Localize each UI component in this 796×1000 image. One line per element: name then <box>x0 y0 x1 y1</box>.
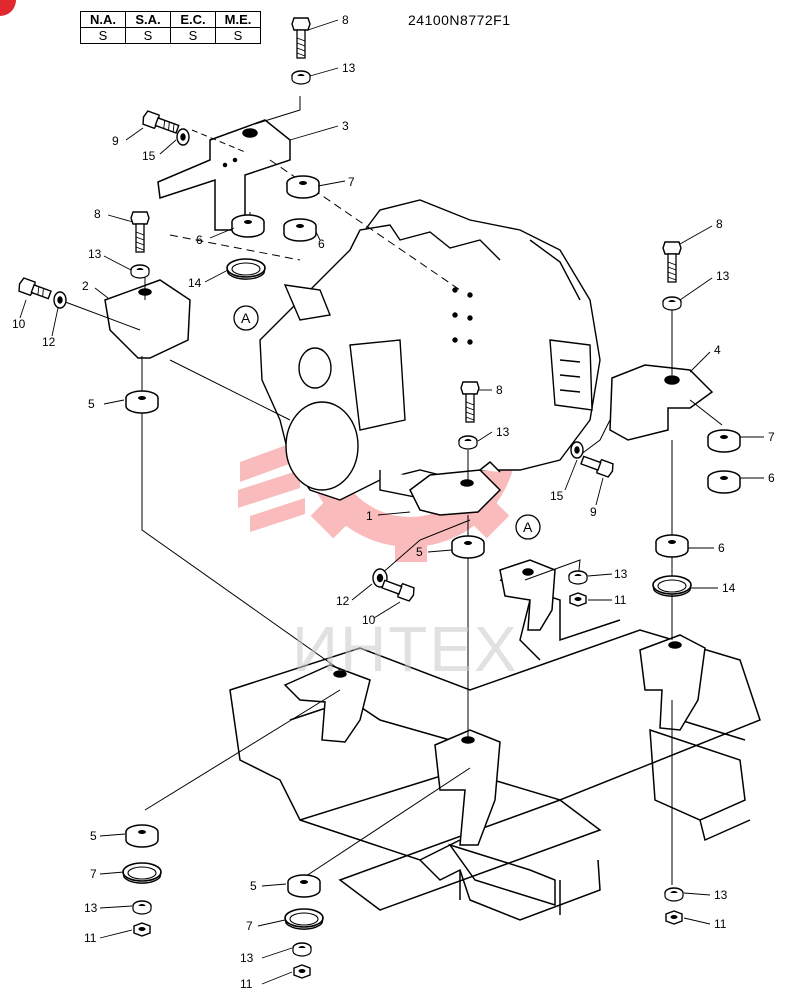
callout-7: 7 <box>90 867 97 881</box>
drawing-code: 24100N8772F1 <box>408 12 511 28</box>
cushion-icon <box>125 824 159 848</box>
callout-5: 5 <box>88 397 95 411</box>
nut-icon <box>293 964 311 979</box>
ref-circle-a <box>233 305 541 540</box>
callout-10: 10 <box>362 613 376 627</box>
callout-13: 13 <box>342 61 356 75</box>
frame-bracket-center <box>434 729 501 846</box>
cushion-icon <box>707 429 741 453</box>
cushion-icon <box>655 534 689 558</box>
washer-icon <box>568 570 588 585</box>
cushion-icon <box>286 175 320 199</box>
bolt-icon <box>662 241 682 283</box>
cup-icon <box>652 575 692 597</box>
corner-mark-icon <box>0 0 16 16</box>
callout-4: 4 <box>714 343 721 357</box>
callout-11: 11 <box>240 977 253 991</box>
callout-5: 5 <box>416 545 423 559</box>
callout-6: 6 <box>196 233 203 247</box>
watermark-text: ИНТЕХ <box>292 613 519 685</box>
model-code-table: N.A. S.A. E.C. M.E. S S S S <box>80 11 261 44</box>
callout-6: 6 <box>768 471 775 485</box>
engine-bracket-4 <box>609 364 714 441</box>
callout-13: 13 <box>240 951 254 965</box>
cushion-icon <box>287 874 321 898</box>
callout-13: 13 <box>614 567 628 581</box>
callout-2: 2 <box>82 279 89 293</box>
bolt-icon <box>130 211 150 253</box>
side-hardware <box>18 110 614 602</box>
callout-6: 6 <box>318 237 325 251</box>
engine-bracket-1 <box>409 460 502 516</box>
callout-9: 9 <box>590 505 597 519</box>
code-value-me: S <box>215 27 261 44</box>
callout-13: 13 <box>714 888 728 902</box>
washer-icon <box>132 900 152 915</box>
callout-7: 7 <box>348 175 355 189</box>
cushion-icon <box>283 218 317 242</box>
callout-12: 12 <box>336 594 350 608</box>
engine-bracket-2 <box>104 279 191 359</box>
engine-assembly <box>259 199 601 501</box>
callout-8: 8 <box>496 383 503 397</box>
nut-icon <box>133 922 151 937</box>
callout-14: 14 <box>188 276 202 290</box>
callout-11: 11 <box>84 931 97 945</box>
callout-13: 13 <box>496 425 510 439</box>
nut-icon <box>569 592 587 607</box>
callout-leaders <box>19 19 764 985</box>
callout-13: 13 <box>716 269 730 283</box>
ref-label-a: A <box>523 519 533 535</box>
washer-icon <box>292 942 312 957</box>
washer-icon <box>664 887 684 902</box>
callout-6: 6 <box>718 541 725 555</box>
callout-7: 7 <box>246 919 253 933</box>
callout-15: 15 <box>550 489 564 503</box>
code-value-na: S <box>80 27 126 44</box>
washer-icon <box>130 264 150 279</box>
code-value-ec: S <box>170 27 216 44</box>
nut-icon <box>665 910 683 925</box>
cushion-icon <box>451 535 485 559</box>
cushion-icon <box>125 390 159 414</box>
ref-label-a: A <box>241 310 251 326</box>
callout-1: 1 <box>366 509 373 523</box>
frame-bracket-front-left <box>283 664 371 743</box>
callout-13: 13 <box>88 247 102 261</box>
washer-icon <box>662 296 682 311</box>
callout-5: 5 <box>90 829 97 843</box>
callout-8: 8 <box>716 217 723 231</box>
code-value-sa: S <box>125 27 171 44</box>
callout-7: 7 <box>768 430 775 444</box>
cup-icon <box>226 258 266 280</box>
callout-11: 11 <box>614 593 627 607</box>
callout-15: 15 <box>142 149 156 163</box>
callout-11: 11 <box>714 917 727 931</box>
frame-bracket-right <box>639 634 706 731</box>
callout-8: 8 <box>94 207 101 221</box>
callout-12: 12 <box>42 335 56 349</box>
callout-13: 13 <box>84 901 98 915</box>
callout-5: 5 <box>250 879 257 893</box>
cushion-icon <box>707 470 741 494</box>
cushion-icon <box>231 214 265 238</box>
callout-8: 8 <box>342 13 349 27</box>
bolt-icon <box>291 17 311 59</box>
washer-icon <box>458 435 478 450</box>
washer-icon <box>291 70 311 85</box>
callout-14: 14 <box>722 581 736 595</box>
callout-9: 9 <box>112 134 119 148</box>
callout-10: 10 <box>12 317 26 331</box>
callout-3: 3 <box>342 119 349 133</box>
cup-icon <box>284 908 324 930</box>
frame-bracket-rear <box>499 559 556 631</box>
cup-icon <box>122 862 162 884</box>
